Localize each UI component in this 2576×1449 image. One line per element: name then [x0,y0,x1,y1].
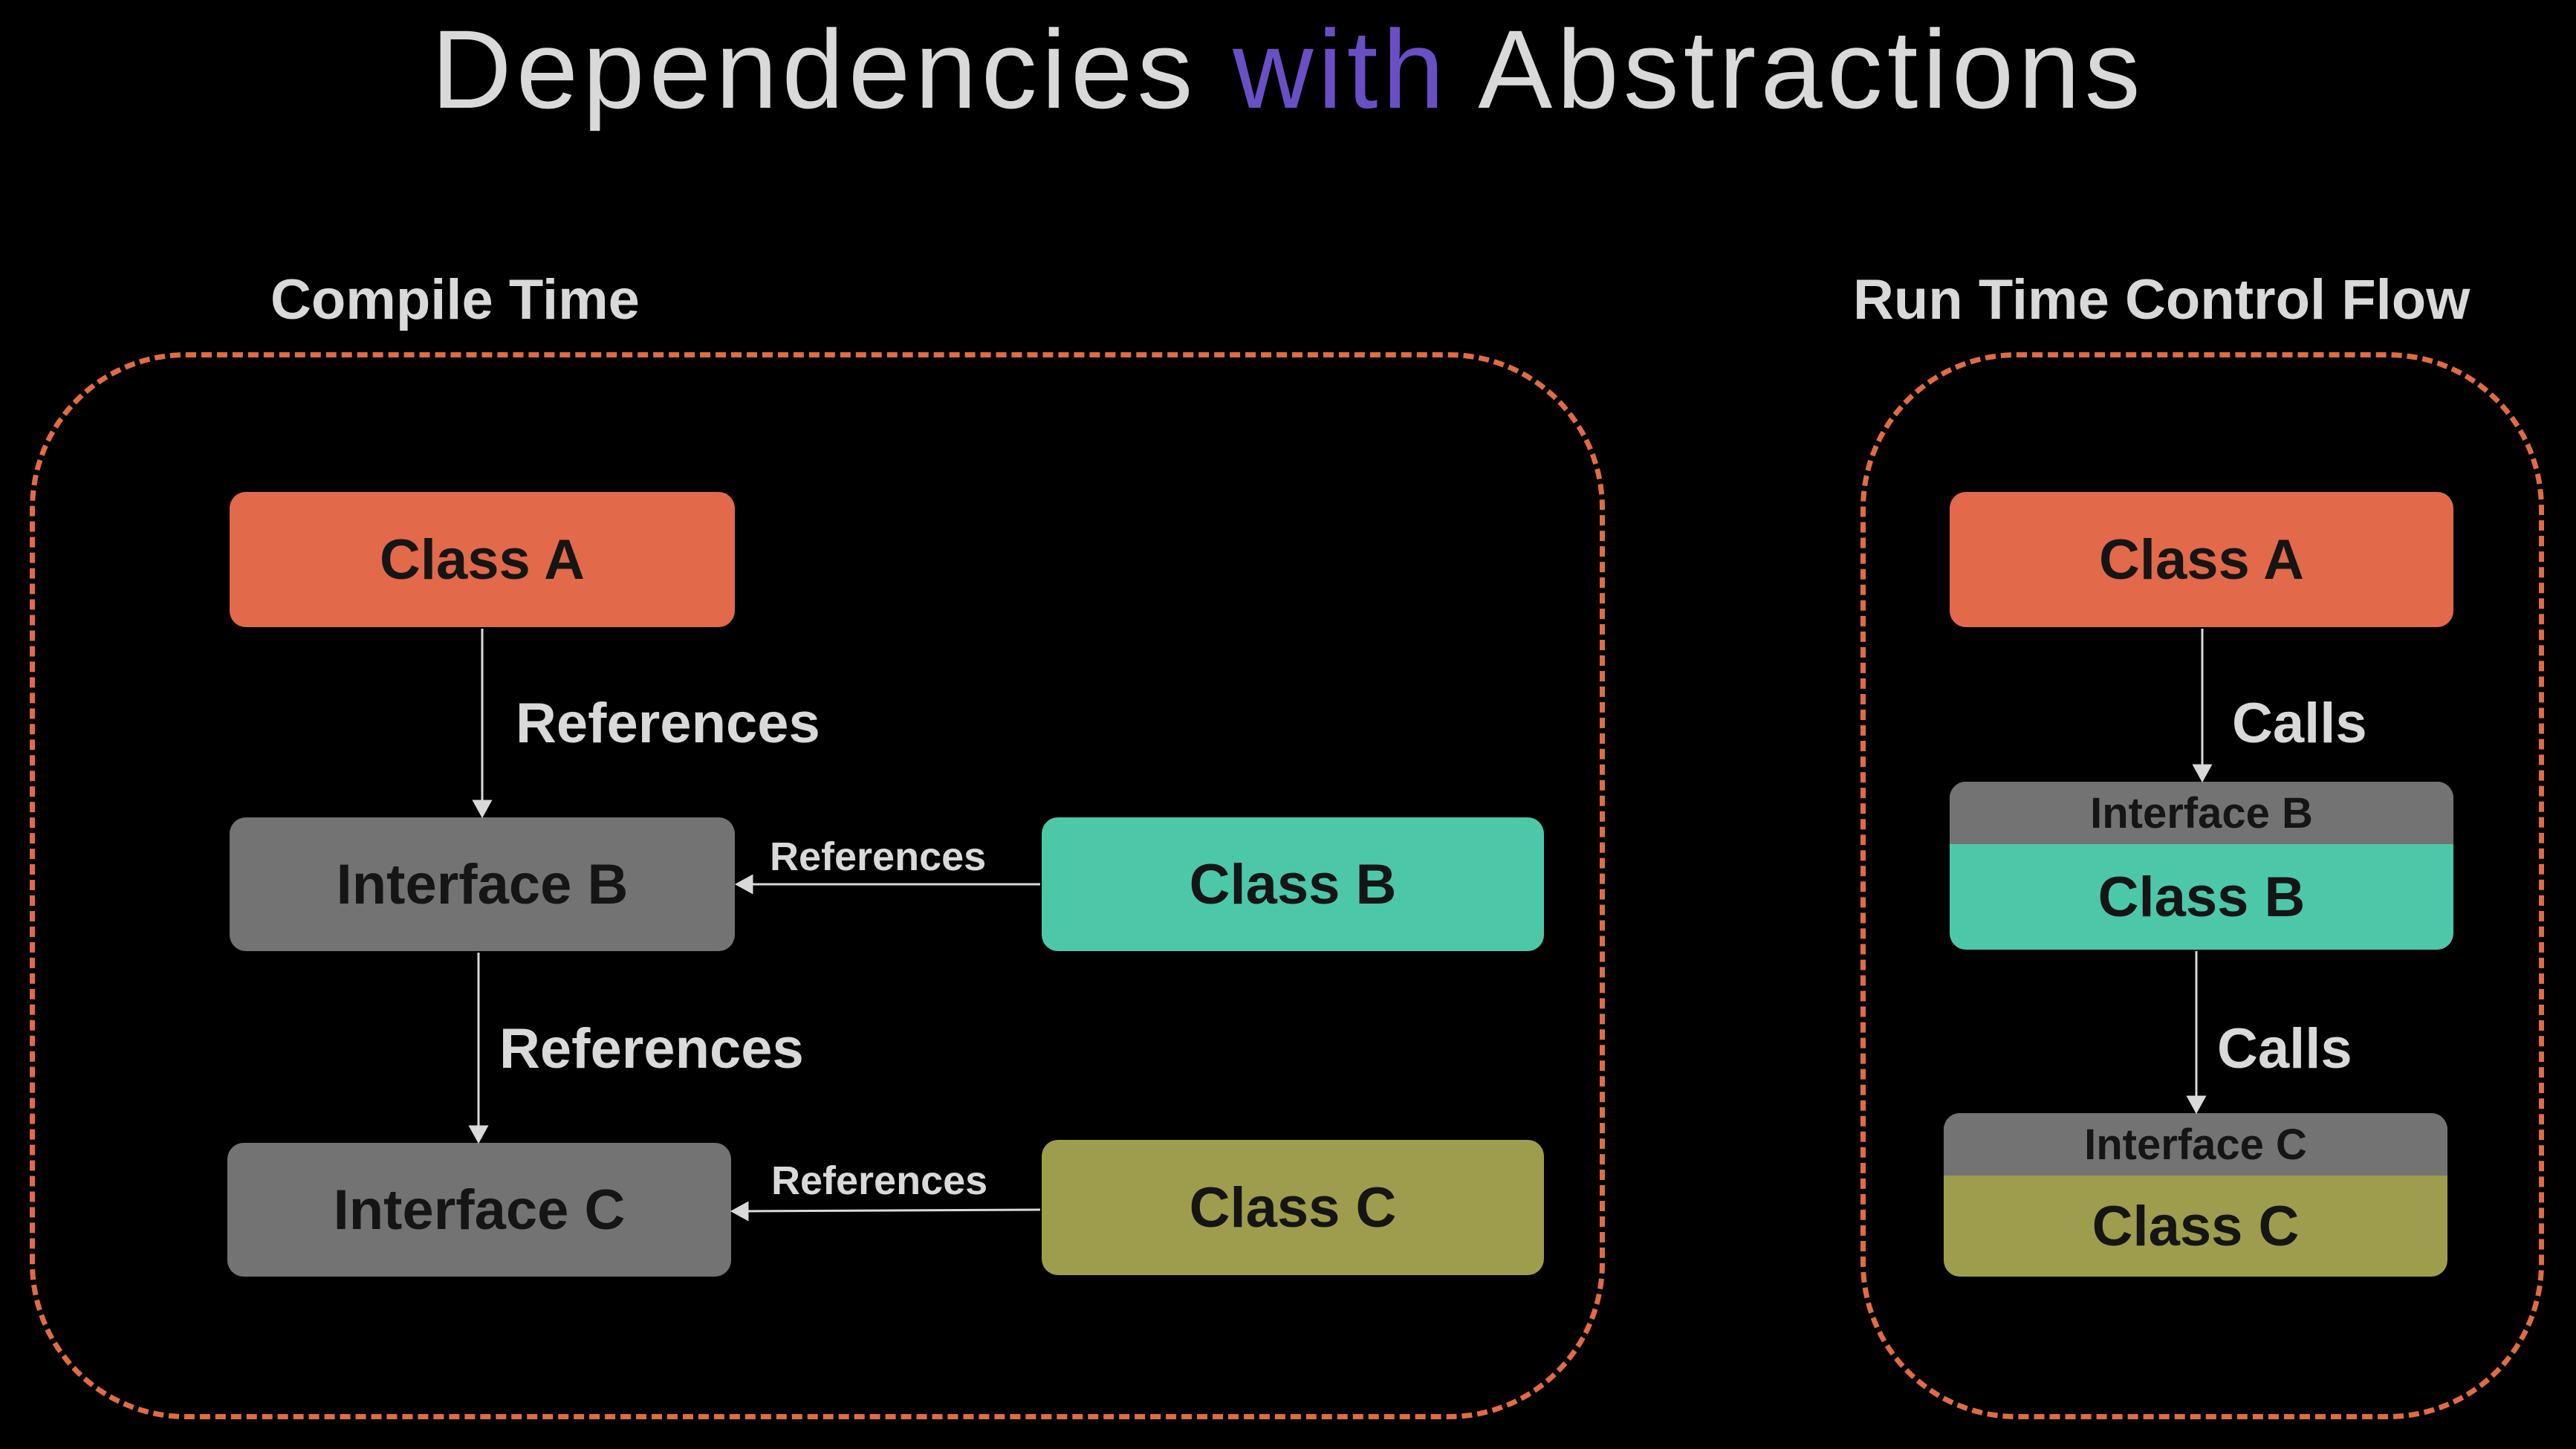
compile-interface-c-box: Interface C [227,1143,731,1277]
edge-label-b-calls-c: Calls [2217,1017,2352,1080]
compile-class-a-box: Class A [230,492,735,627]
page-title: Dependencies with Abstractions [0,13,2576,125]
edge-label-a-calls-b: Calls [2232,692,2367,755]
title-part-3: Abstractions [1478,7,2145,132]
edge-label-cb-references-ib: References [770,834,987,879]
runtime-interface-b-cap: Interface B [1950,782,2453,844]
runtime-class-b-stack: Interface B Class B [1950,782,2453,950]
runtime-class-c-body: Class C [2092,1194,2300,1258]
edge-label-a-references-ib: References [516,692,820,755]
compile-time-label: Compile Time [270,268,640,331]
edge-label-cc-references-ic: References [771,1158,988,1203]
compile-interface-b-box: Interface B [230,817,735,951]
compile-class-b-box: Class B [1042,817,1544,951]
run-time-frame [1860,352,2544,1419]
compile-time-frame [30,352,1605,1419]
edge-label-ib-references-ic: References [499,1017,804,1080]
run-time-label: Run Time Control Flow [1853,268,2470,331]
compile-class-c-box: Class C [1042,1140,1544,1275]
runtime-class-a-box: Class A [1950,492,2453,627]
runtime-class-b-body: Class B [2098,865,2306,929]
title-accent-word: with [1233,7,1449,132]
title-part-1: Dependencies [431,7,1198,132]
runtime-interface-c-cap: Interface C [1944,1113,2447,1176]
runtime-class-c-stack: Interface C Class C [1944,1113,2447,1277]
